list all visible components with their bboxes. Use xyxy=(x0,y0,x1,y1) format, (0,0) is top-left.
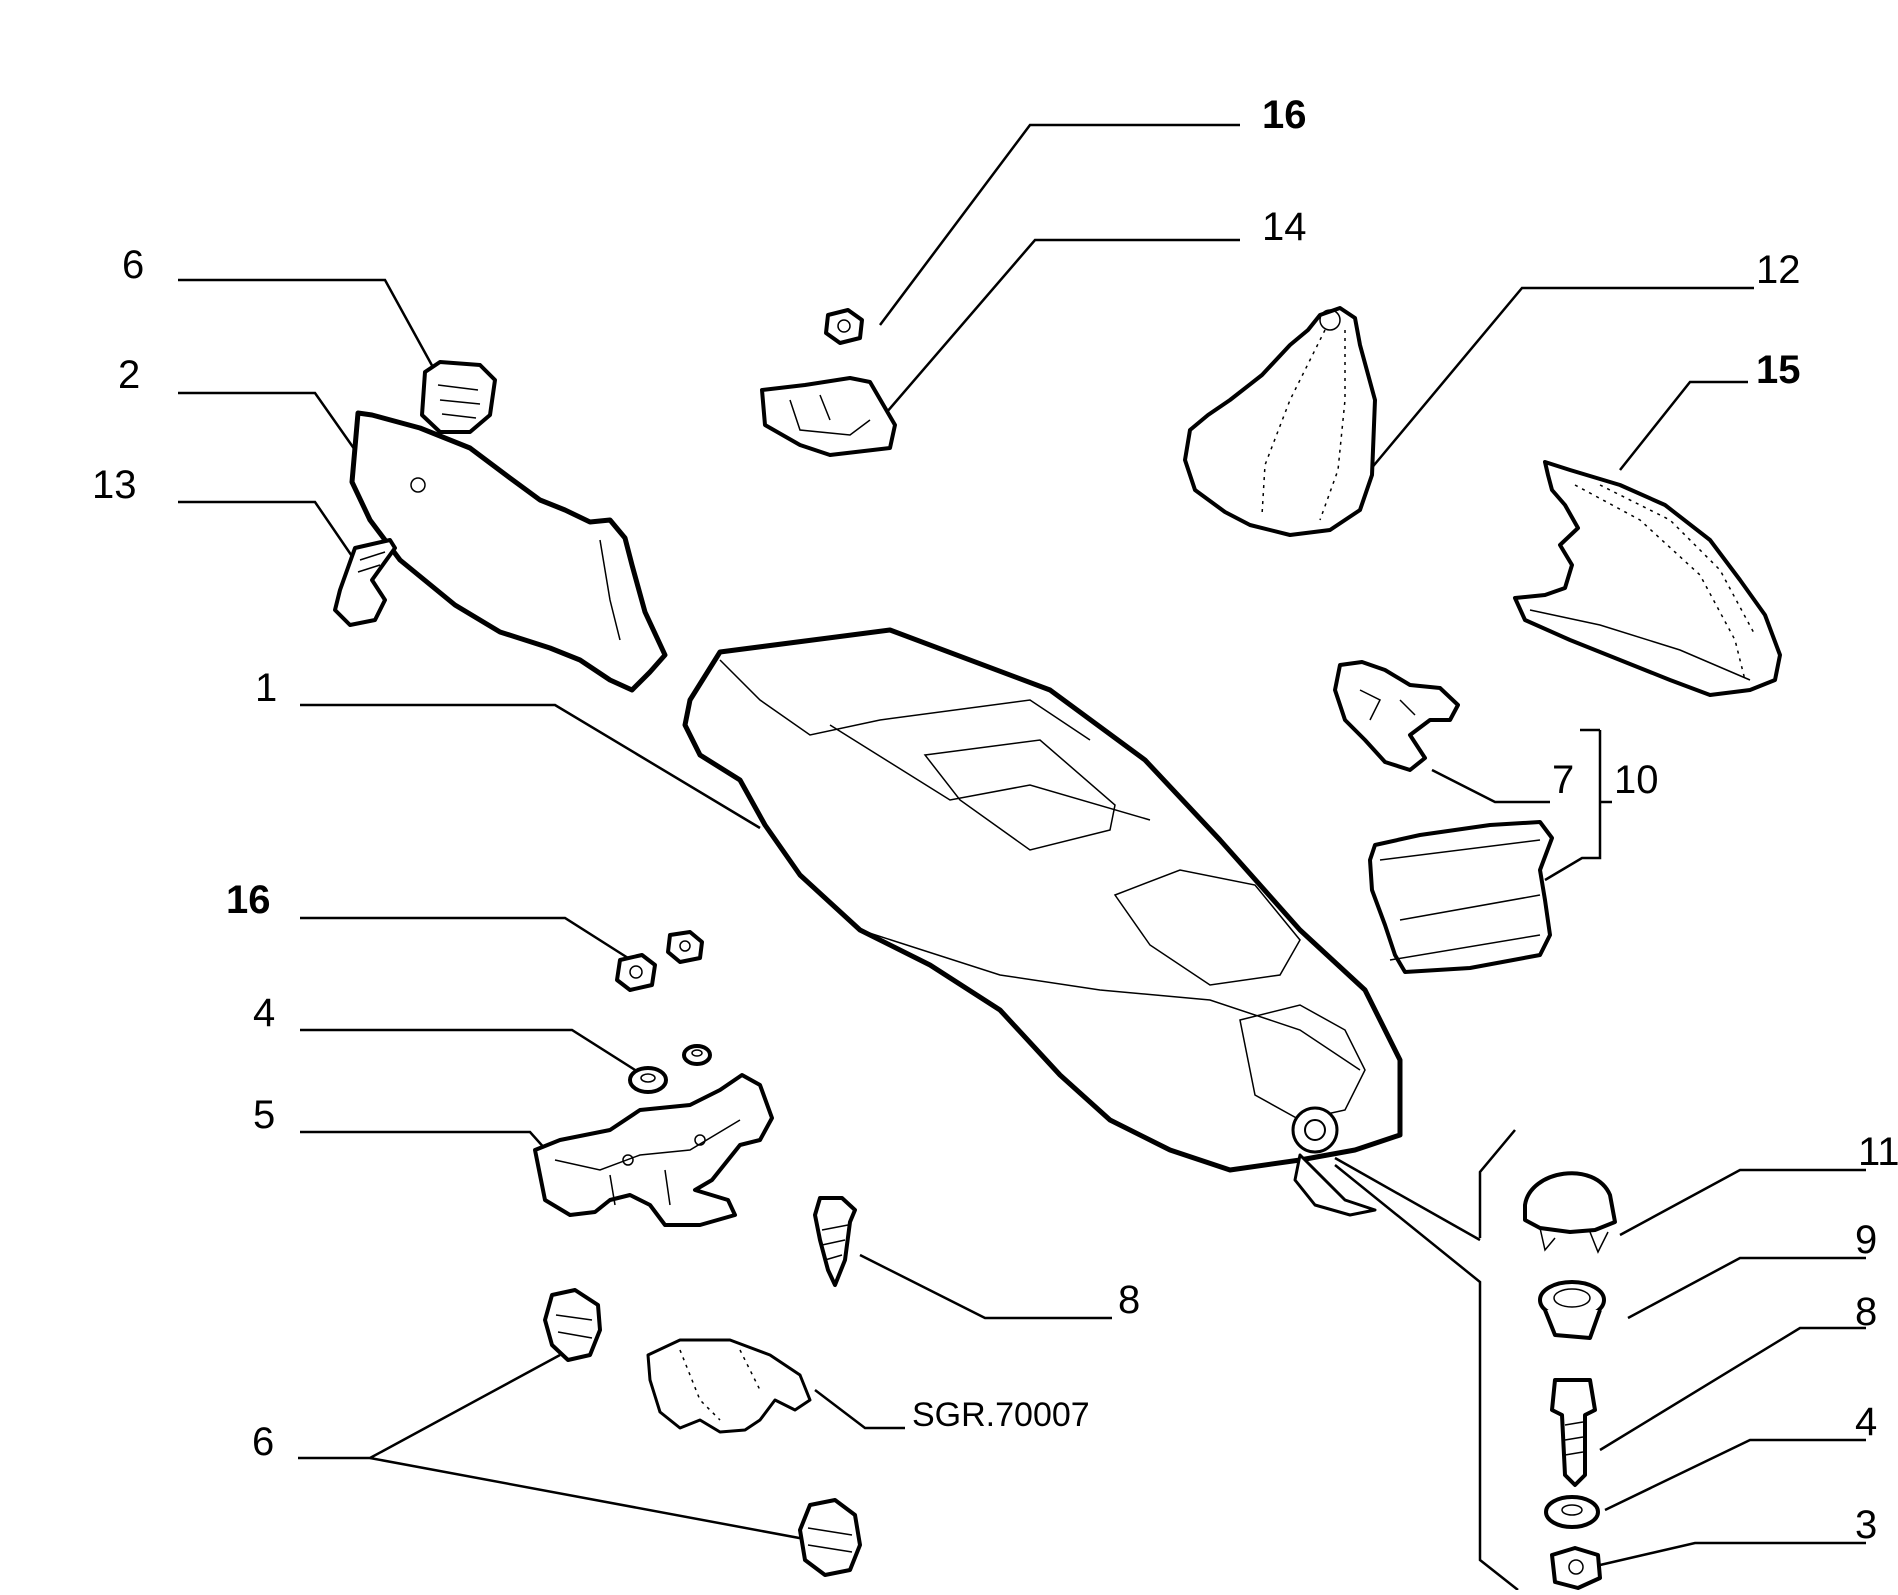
screw-part-13 xyxy=(333,538,397,627)
washers-part-4-left xyxy=(628,1044,712,1094)
callout-4-left: 4 xyxy=(253,991,276,1035)
callout-4-right: 4 xyxy=(1855,1400,1878,1444)
console-body-part-1 xyxy=(682,627,1403,1217)
washer-part-4-right xyxy=(1544,1495,1600,1529)
cover-pad-part-10 xyxy=(1368,820,1554,974)
nuts-part-16-left xyxy=(615,930,704,992)
callout-6-top: 6 xyxy=(122,243,145,287)
callout-8-center: 8 xyxy=(1118,1278,1141,1322)
side-panel-part-2 xyxy=(349,410,668,693)
gear-boot-part-12 xyxy=(1183,306,1377,537)
grommet-part-9 xyxy=(1538,1280,1606,1340)
nut-part-16-top xyxy=(824,308,864,345)
bolt-part-8-right xyxy=(1550,1378,1597,1487)
shifter-cover-part-15 xyxy=(1513,460,1782,697)
callout-15: 15 xyxy=(1756,348,1801,392)
nut-part-3 xyxy=(1550,1546,1602,1590)
cap-part-11 xyxy=(1523,1171,1617,1254)
callout-12: 12 xyxy=(1756,248,1801,292)
callout-16-left: 16 xyxy=(226,878,271,922)
bracket-part-14 xyxy=(760,376,897,457)
callout-16-top: 16 xyxy=(1262,93,1307,137)
clips-part-6-bottom xyxy=(543,1288,862,1577)
callout-5: 5 xyxy=(253,1093,276,1137)
screw-part-8-center xyxy=(813,1196,857,1287)
callout-2: 2 xyxy=(118,353,141,397)
callout-8-right: 8 xyxy=(1855,1290,1878,1334)
callout-14: 14 xyxy=(1262,205,1307,249)
clip-part-6-top xyxy=(420,360,497,434)
callout-6-bottom: 6 xyxy=(252,1420,275,1464)
leader-lines xyxy=(178,123,1866,1591)
reference-code: SGR.70007 xyxy=(912,1396,1090,1434)
callout-9: 9 xyxy=(1855,1218,1878,1262)
callout-3: 3 xyxy=(1855,1503,1878,1547)
callout-1: 1 xyxy=(255,666,278,710)
bracket-sgr-part xyxy=(646,1338,812,1434)
callout-10: 10 xyxy=(1614,758,1659,802)
callout-7: 7 xyxy=(1552,758,1575,802)
clip-part-7 xyxy=(1333,660,1460,772)
callout-11: 11 xyxy=(1858,1130,1898,1174)
callout-13: 13 xyxy=(92,463,137,507)
bracket-part-5 xyxy=(533,1073,774,1227)
